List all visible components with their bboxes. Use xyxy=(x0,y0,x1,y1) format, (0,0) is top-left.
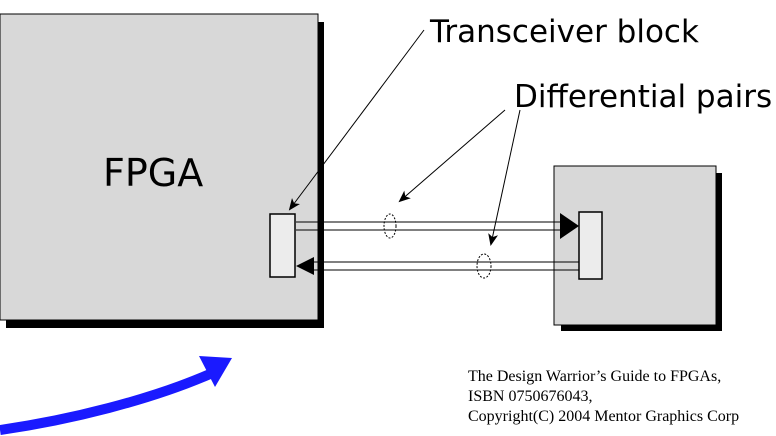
differential-pairs-label: Differential pairs xyxy=(514,79,772,115)
rx-arrowhead xyxy=(296,257,314,275)
curved-arrow-head xyxy=(199,356,232,387)
fpga-transceiver-block xyxy=(269,213,296,278)
credit-line-isbn: ISBN 0750676043, xyxy=(468,388,593,405)
differential-pair-tx xyxy=(296,213,579,239)
fpga-chip-body xyxy=(0,13,319,321)
curved-arrow-shaft xyxy=(0,369,212,435)
transceiver-leader-line xyxy=(288,29,425,211)
credit-line-copyright: Copyright(C) 2004 Mentor Graphics Corp xyxy=(468,408,740,425)
differential-leader-line-1 xyxy=(398,109,506,203)
transceiver-block-label: Transceiver block xyxy=(429,14,699,50)
curved-blue-arrow xyxy=(0,356,232,435)
remote-transceiver-block xyxy=(578,211,603,280)
differential-pair-rx xyxy=(296,253,579,279)
copyright-credit: The Design Warrior’s Guide to FPGAs, ISB… xyxy=(468,367,774,427)
tx-arrowhead xyxy=(560,213,579,239)
tx-pair-marker xyxy=(383,213,397,239)
fpga-chip: FPGA xyxy=(0,13,324,328)
differential-leader-line-2 xyxy=(488,109,521,246)
credit-line-title: The Design Warrior’s Guide to FPGAs, xyxy=(468,368,722,385)
fpga-label: FPGA xyxy=(103,151,203,195)
rx-pair-marker xyxy=(476,253,492,279)
